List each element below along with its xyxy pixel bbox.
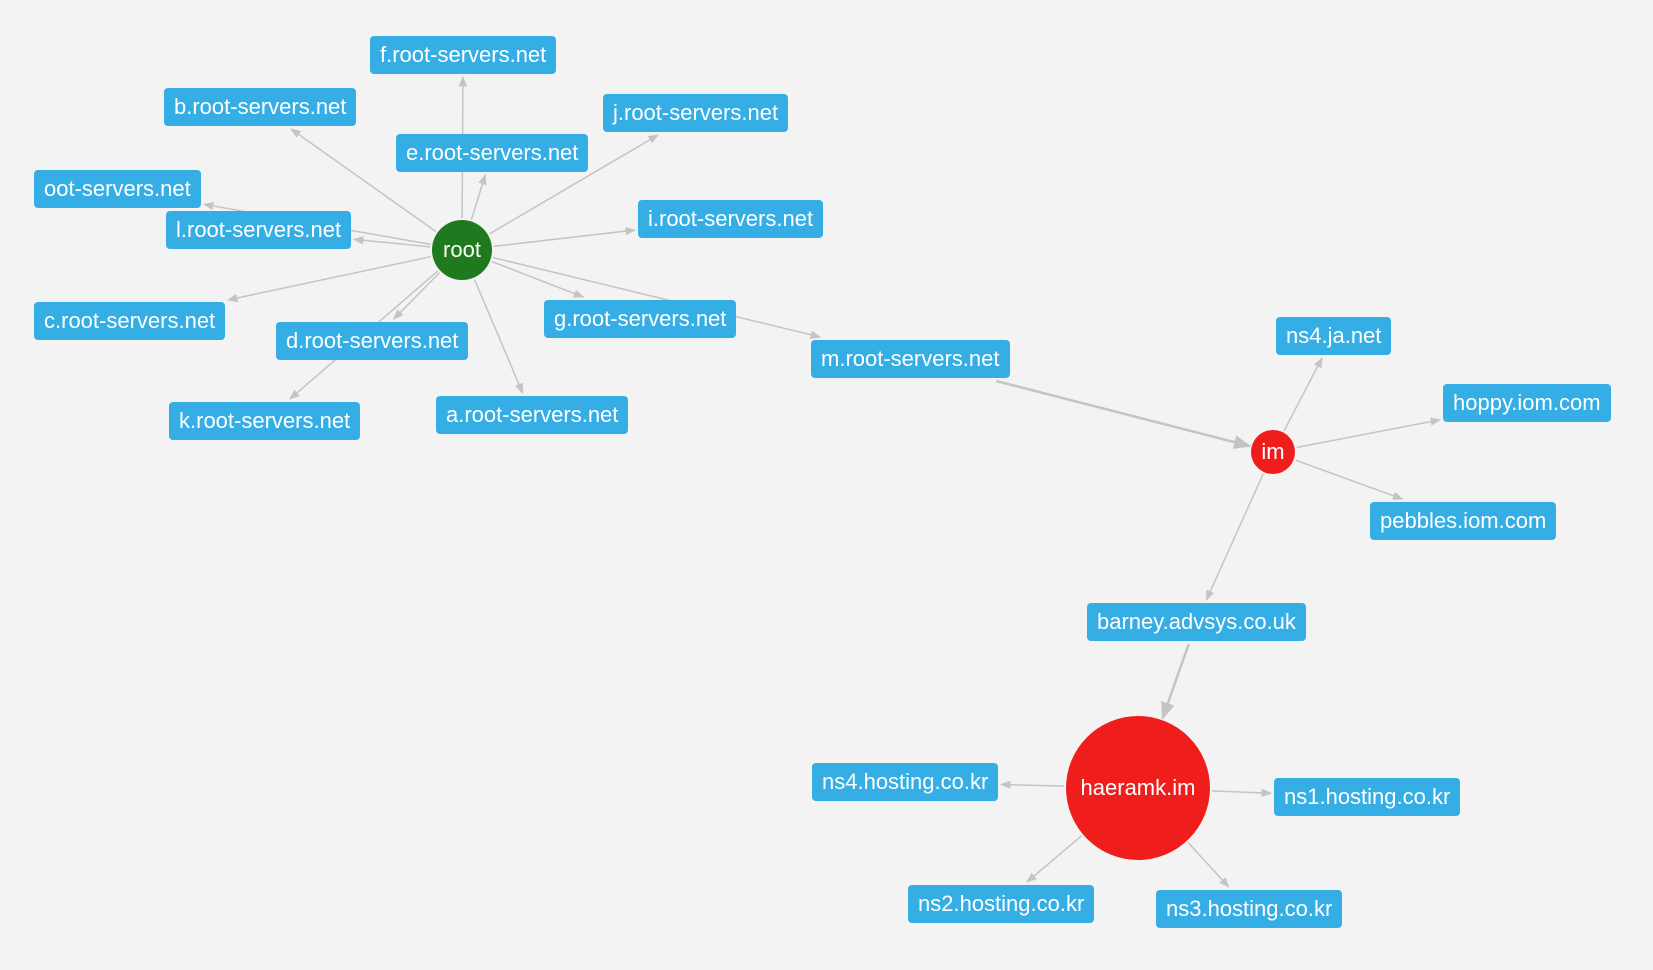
node-ns2-hosting-co-kr[interactable]: ns2.hosting.co.kr <box>908 885 1095 923</box>
node-f-root-server[interactable]: f.root-servers.net <box>370 36 557 74</box>
node-c-root-server[interactable]: c.root-servers.net <box>34 302 226 340</box>
edge-m-to-im <box>995 379 1252 449</box>
node-k-root-server[interactable]: k.root-servers.net <box>169 402 361 440</box>
edge-im-to-ns4ja <box>1283 357 1323 432</box>
edge-target-to-ns3h <box>1187 842 1230 888</box>
node-m-root-server[interactable]: m.root-servers.net <box>811 340 1010 378</box>
edge-im-to-hoppy <box>1296 417 1442 449</box>
edge-im-to-barney <box>1205 473 1264 601</box>
edge-root-to-c <box>226 255 431 303</box>
node-barney-advsys-co-uk[interactable]: barney.advsys.co.uk <box>1087 603 1306 641</box>
edge-root-to-l <box>352 236 431 248</box>
node-h-root-server[interactable]: oot-servers.net <box>34 170 201 208</box>
node-ns3-hosting-co-kr[interactable]: ns3.hosting.co.kr <box>1156 890 1343 928</box>
node-g-root-server[interactable]: g.root-servers.net <box>544 300 737 338</box>
node-j-root-server[interactable]: j.root-servers.net <box>603 94 789 132</box>
edge-barney-to-target <box>1161 643 1190 720</box>
edge-target-to-ns4h <box>999 780 1065 789</box>
node-d-root-server[interactable]: d.root-servers.net <box>276 322 469 360</box>
edge-root-to-i <box>493 226 637 248</box>
node-root[interactable]: root <box>432 220 492 280</box>
edge-root-to-d <box>393 272 441 320</box>
node-l-root-server[interactable]: l.root-servers.net <box>166 211 352 249</box>
node-hoppy-iom-com[interactable]: hoppy.iom.com <box>1443 384 1611 422</box>
node-pebbles-iom-com[interactable]: pebbles.iom.com <box>1370 502 1557 540</box>
node-i-root-server[interactable]: i.root-servers.net <box>638 200 824 238</box>
node-haeramk-im[interactable]: haeramk.im <box>1066 716 1210 860</box>
edge-root-to-m <box>492 256 821 339</box>
node-ns4-ja-net[interactable]: ns4.ja.net <box>1276 317 1392 355</box>
node-a-root-server[interactable]: a.root-servers.net <box>436 396 629 434</box>
edge-root-to-j <box>489 134 659 235</box>
edge-root-to-a <box>473 279 524 394</box>
edge-root-to-b <box>290 128 437 233</box>
node-b-root-server[interactable]: b.root-servers.net <box>164 88 357 126</box>
node-ns1-hosting-co-kr[interactable]: ns1.hosting.co.kr <box>1274 778 1461 816</box>
edge-target-to-ns2h <box>1026 835 1083 883</box>
node-im[interactable]: im <box>1251 430 1295 474</box>
edge-target-to-ns1h <box>1211 788 1273 798</box>
edge-im-to-pebbles <box>1295 459 1404 500</box>
edge-root-to-e <box>470 173 487 220</box>
edge-root-to-g <box>491 260 585 298</box>
node-ns4-hosting-co-kr[interactable]: ns4.hosting.co.kr <box>812 763 999 801</box>
node-e-root-server[interactable]: e.root-servers.net <box>396 134 589 172</box>
